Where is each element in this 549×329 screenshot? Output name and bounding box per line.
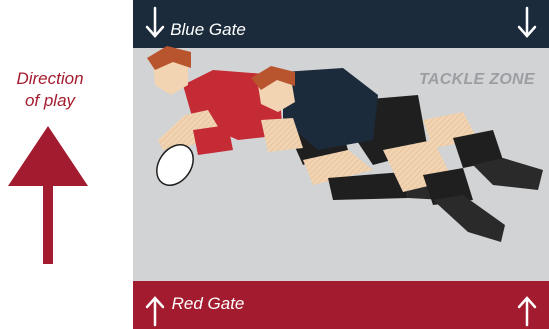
blue-gate-label: Blue Gate bbox=[0, 20, 416, 40]
direction-label-line-1: Direction bbox=[0, 68, 100, 90]
tackle-zone-diagram bbox=[133, 0, 549, 329]
tackle-zone-label: TACKLE ZONE bbox=[419, 71, 535, 89]
direction-of-play-label: Direction of play bbox=[0, 68, 100, 112]
red-gate-label: Red Gate bbox=[0, 294, 416, 314]
direction-arrow-up-icon bbox=[8, 126, 88, 264]
direction-label-line-2: of play bbox=[0, 90, 100, 112]
